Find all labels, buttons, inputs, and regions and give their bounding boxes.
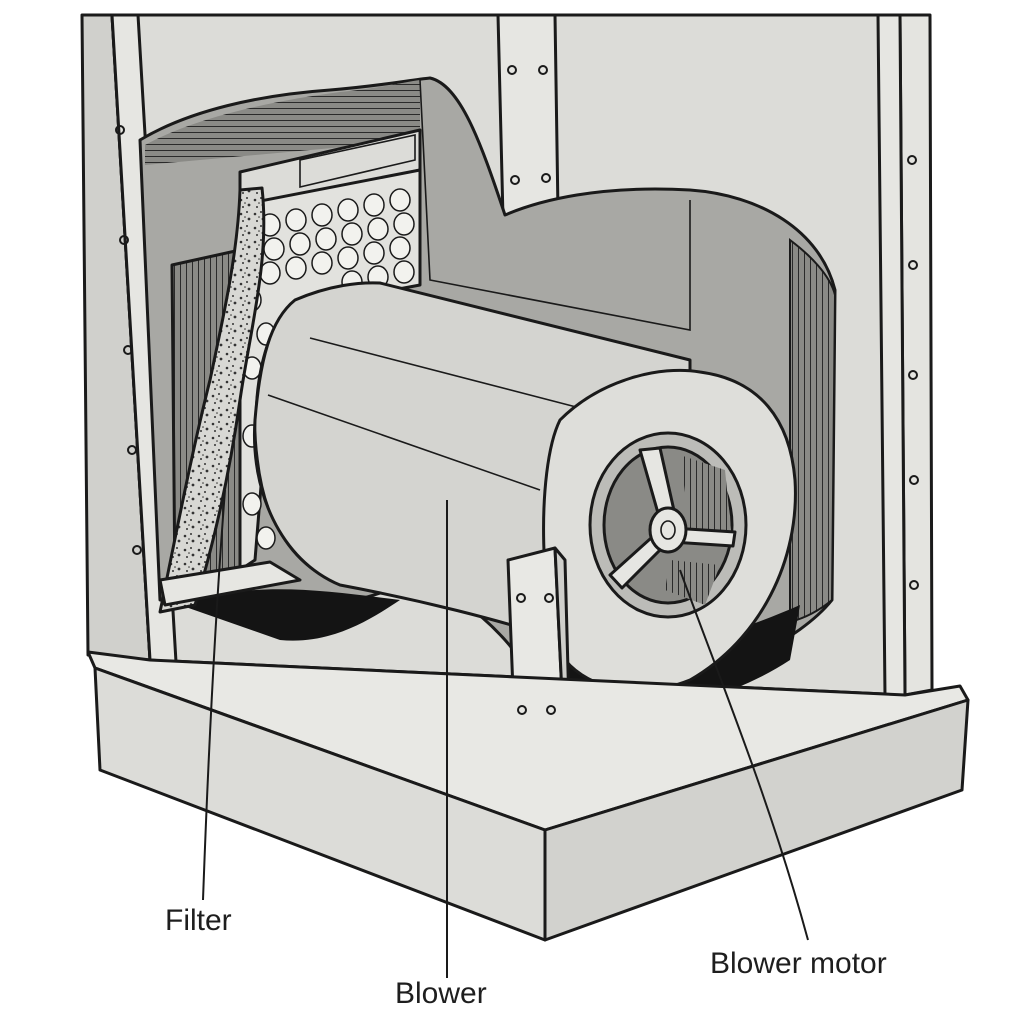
blower-motor-shaft [660, 520, 676, 540]
filter-hole [389, 188, 411, 212]
rivet [507, 65, 517, 75]
blower-wheel-blades [680, 455, 732, 540]
blower-seam-top [309, 337, 581, 409]
rivet [510, 175, 520, 185]
rivet [517, 705, 527, 715]
rivet [119, 235, 129, 245]
filter-label: Filter [165, 904, 232, 937]
blower-motor-label: Blower motor [710, 947, 887, 980]
rivet [123, 345, 133, 355]
filter-hole [393, 212, 415, 236]
filter-hole [289, 232, 311, 256]
filter-hole [363, 193, 385, 217]
cavity-back-wall [419, 79, 691, 331]
cavity-right-wall [789, 237, 837, 624]
blower-assembly [252, 281, 797, 692]
rivet [908, 370, 918, 380]
base-right [543, 698, 970, 942]
filter-assembly [158, 128, 422, 614]
blower-motor-hub [648, 506, 688, 554]
filter-bottom-rail [158, 560, 302, 607]
filter-hole [285, 256, 307, 280]
rivet [127, 445, 137, 455]
rivet [541, 173, 551, 183]
rivet [544, 593, 554, 603]
rivet [516, 593, 526, 603]
blower-seam-mid [267, 394, 541, 491]
filter-media [158, 186, 266, 614]
rivet [909, 580, 919, 590]
rivet [538, 65, 548, 75]
blower-motor-leader-line [679, 569, 809, 941]
filter-hole [337, 198, 359, 222]
filter-top-duct-face [299, 134, 416, 189]
blower-wheel-blades-lower [665, 560, 720, 605]
rivet [907, 155, 917, 165]
rivet [132, 545, 142, 555]
filter-hole [263, 237, 285, 261]
blower-label: Blower [395, 977, 487, 1010]
filter-hole [337, 246, 359, 270]
filter-hole [341, 222, 363, 246]
filter-hole [389, 236, 411, 260]
furnace-base [86, 650, 970, 942]
rivet [115, 125, 125, 135]
filter-hole [242, 492, 262, 516]
cavity-floor-shadow [180, 589, 400, 641]
rivet [546, 705, 556, 715]
center-strut-top [496, 13, 560, 220]
frame-rivets [115, 65, 919, 715]
rivet [908, 260, 918, 270]
filter-hole [363, 241, 385, 265]
filter-hole [311, 251, 333, 275]
filter-hole [367, 217, 389, 241]
filter-hole [315, 227, 337, 251]
filter-leader-line [202, 489, 226, 901]
filter-hole [256, 526, 276, 550]
filter-hole [285, 208, 307, 232]
filter-hole [311, 203, 333, 227]
cavity-upper-shadow [145, 80, 420, 165]
rivet [909, 475, 919, 485]
blower-drum-end [254, 299, 341, 586]
filter-hole [393, 260, 415, 284]
